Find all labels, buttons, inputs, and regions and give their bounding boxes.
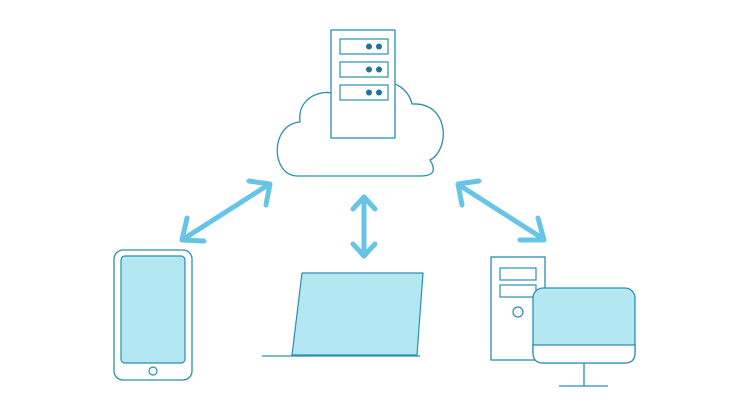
tablet-icon xyxy=(113,249,193,381)
server-unit xyxy=(339,61,389,78)
monitor-icon xyxy=(532,287,636,387)
home-button xyxy=(148,366,158,376)
arrow-cloud-tablet xyxy=(179,178,273,244)
cloud-server-node xyxy=(276,29,444,177)
server-unit xyxy=(339,38,389,55)
server-rack-icon xyxy=(330,29,396,139)
server-unit xyxy=(339,84,389,101)
arrow-cloud-laptop xyxy=(350,194,378,259)
desktop-computer-icon xyxy=(490,256,636,387)
laptop-icon xyxy=(262,272,424,357)
arrow-cloud-desktop xyxy=(455,178,547,243)
